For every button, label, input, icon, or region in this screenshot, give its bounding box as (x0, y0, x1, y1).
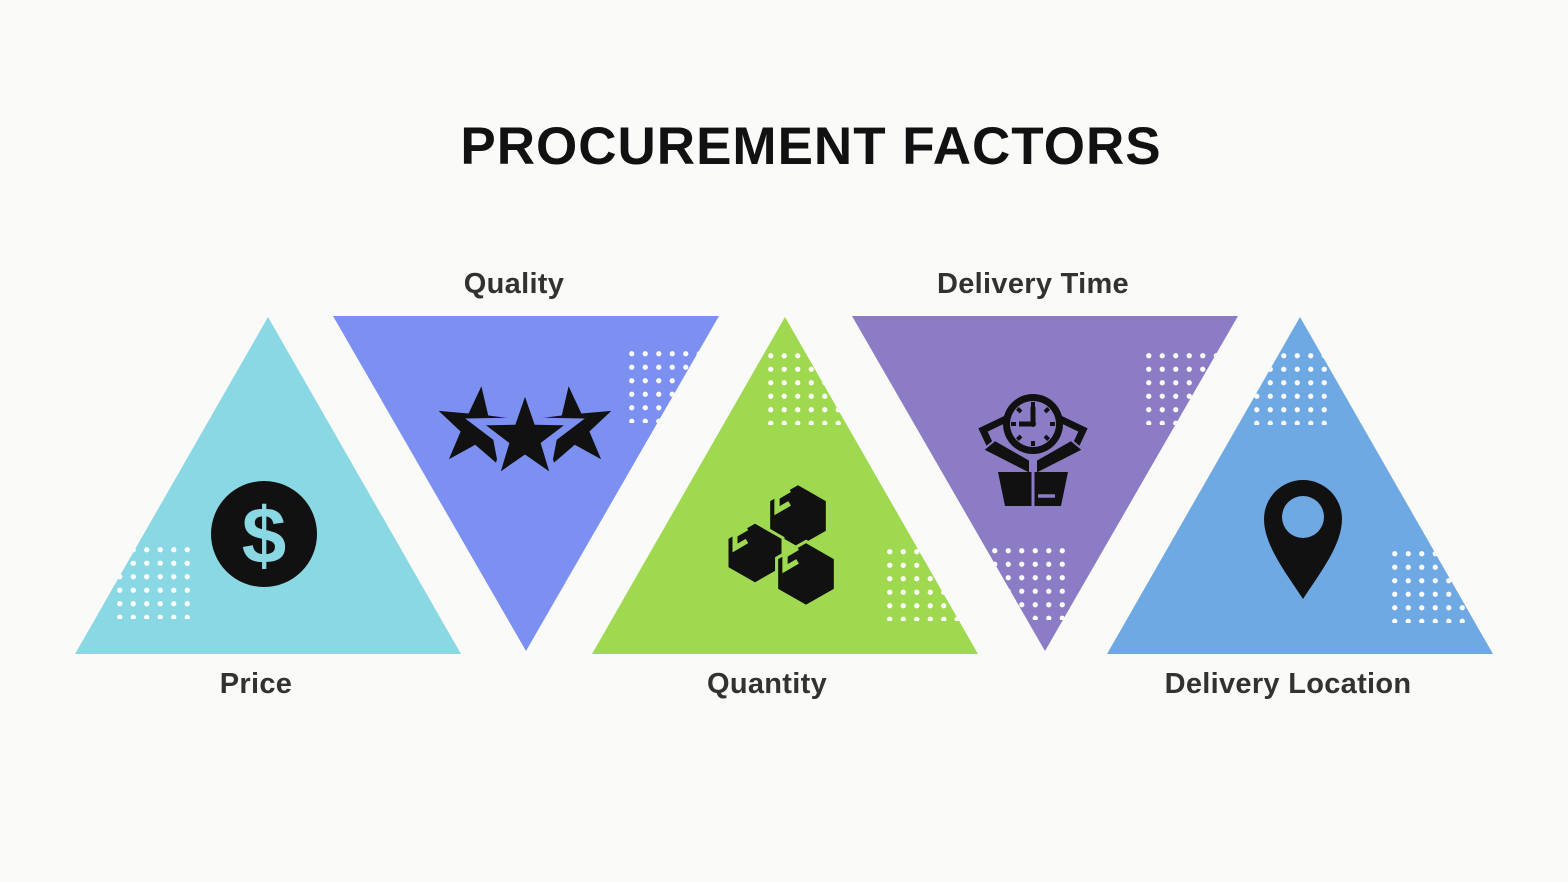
dot-grid (764, 349, 842, 425)
dot-grid (1142, 349, 1220, 425)
dollar-symbol: $ (242, 491, 287, 580)
dot-grid (113, 543, 191, 619)
dot-grid (1388, 547, 1466, 623)
factor-label-delivery-location: Delivery Location (1164, 668, 1412, 700)
dot-grid (625, 347, 703, 423)
stacked-boxes-icon (725, 481, 837, 609)
open-box-clock-icon (978, 394, 1088, 506)
factor-label-price: Price (219, 668, 293, 700)
dollar-coin-icon: $ (211, 481, 317, 587)
page-title: PROCUREMENT FACTORS (460, 117, 1162, 176)
factor-label-quality: Quality (463, 268, 565, 300)
factor-label-quantity: Quantity (706, 668, 827, 700)
three-stars-icon (438, 375, 612, 489)
dot-grid (1250, 349, 1328, 425)
factor-label-delivery-time: Delivery Time (937, 268, 1129, 300)
location-pin-icon (1264, 480, 1342, 599)
dot-grid (883, 545, 961, 621)
dot-grid (988, 544, 1066, 620)
